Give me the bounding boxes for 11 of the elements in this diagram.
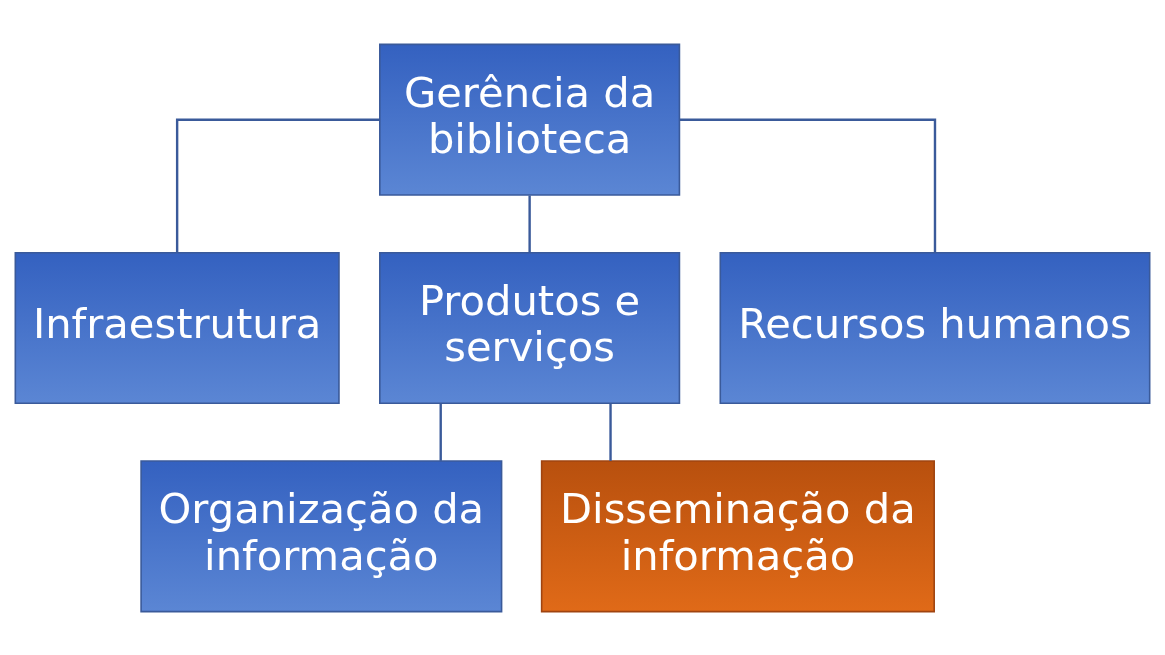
connector — [609, 403, 612, 461]
node-box: Gerência da biblioteca — [379, 43, 681, 196]
connector — [528, 195, 531, 253]
connector — [680, 118, 937, 252]
connector — [175, 118, 380, 252]
connector — [439, 403, 442, 461]
node-box: Produtos e serviços — [379, 251, 681, 404]
node-box: Disseminação da informação — [540, 459, 935, 612]
node-box: Organização da informação — [140, 459, 503, 612]
node-box: Recursos humanos — [719, 251, 1151, 404]
node-box: Infraestrutura — [14, 251, 340, 404]
